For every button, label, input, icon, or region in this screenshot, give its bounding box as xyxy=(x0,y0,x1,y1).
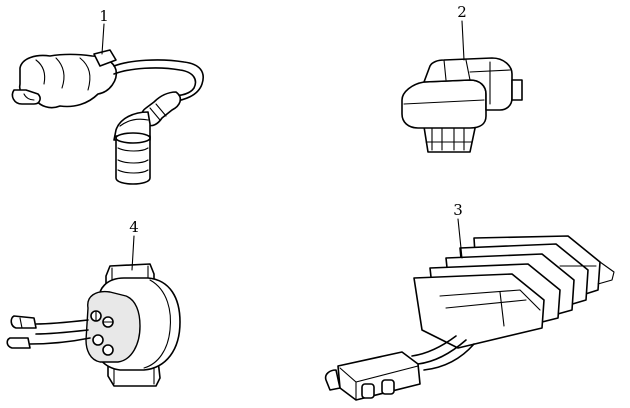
relay-icon xyxy=(401,57,523,153)
callout-number-1: 1 xyxy=(99,7,109,25)
callout-3: 3 xyxy=(453,201,463,259)
callout-4: 4 xyxy=(129,218,139,271)
cdi-unit-icon xyxy=(6,263,181,387)
callout-number-3: 3 xyxy=(453,201,463,219)
callout-number-4: 4 xyxy=(129,218,139,236)
ignition-coil-icon xyxy=(11,49,204,185)
callout-2: 2 xyxy=(457,3,467,61)
regulator-rectifier-icon xyxy=(324,235,615,401)
callout-number-2: 2 xyxy=(457,3,467,21)
callout-1: 1 xyxy=(99,7,109,55)
